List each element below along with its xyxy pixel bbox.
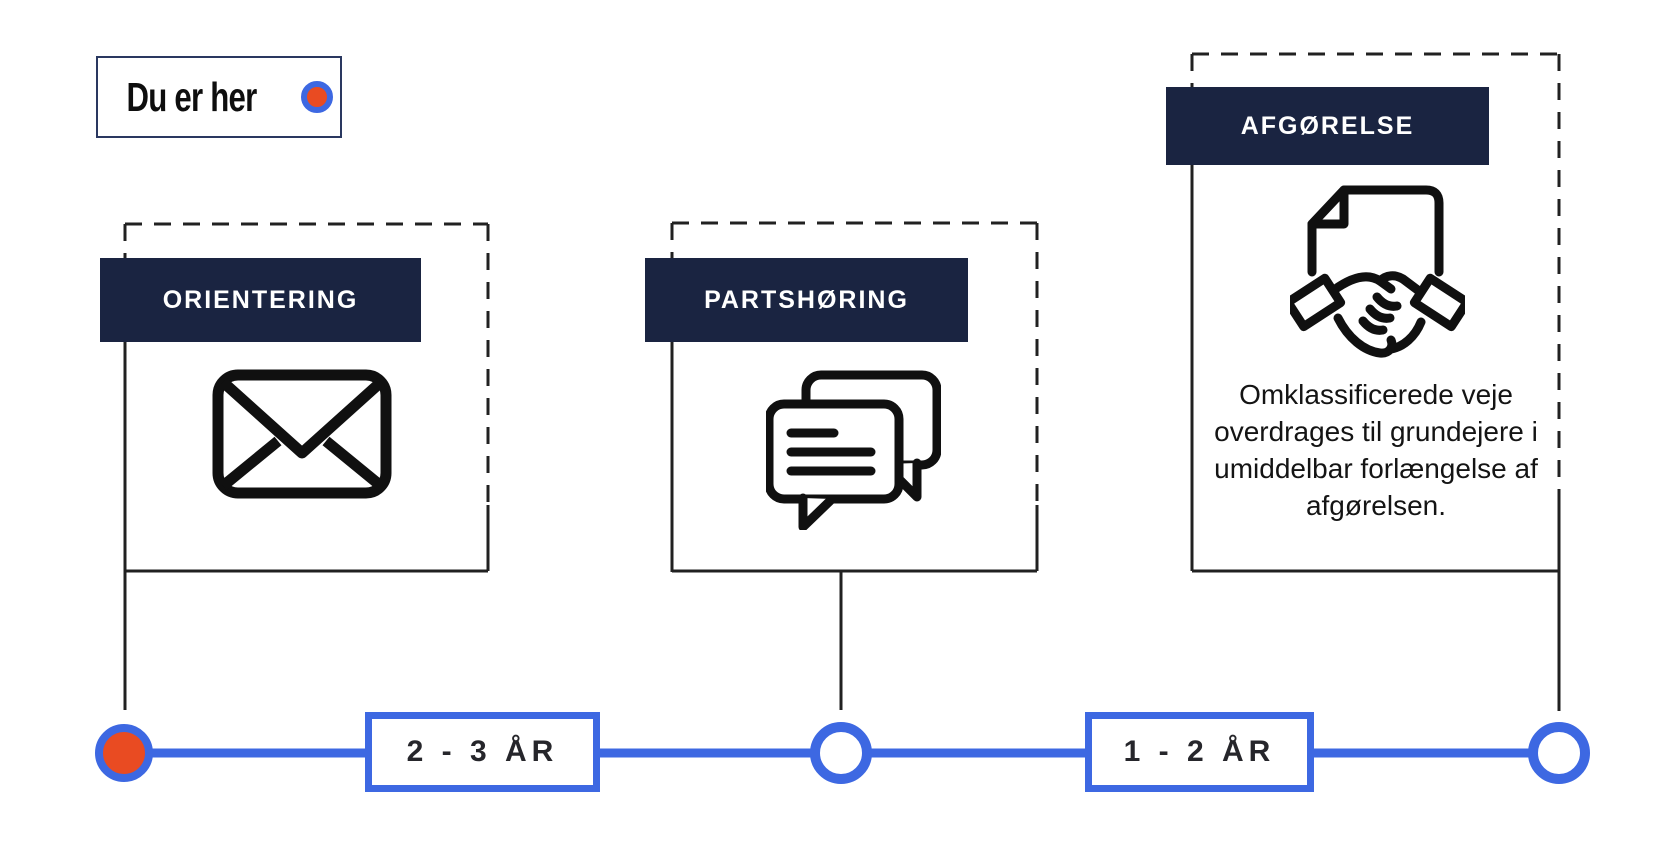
handshake-right-cuff <box>1409 273 1465 332</box>
envelope-body <box>212 369 392 499</box>
envelope-icon <box>212 369 392 499</box>
envelope-flap <box>219 377 385 459</box>
stage-header-partshoering: PARTSHØRING <box>645 258 968 342</box>
envelope-fold-right <box>322 436 385 491</box>
duration-badge-2: 1 - 2 ÅR <box>1085 712 1314 792</box>
duration-badge-1: 2 - 3 ÅR <box>365 712 600 792</box>
stage-title: PARTSHØRING <box>704 285 909 314</box>
handshake-left-cuff <box>1290 273 1346 332</box>
legend-box: Du er her <box>96 56 342 138</box>
handshake-right-arm-top <box>1375 271 1428 299</box>
timeline-node-end <box>1528 722 1590 784</box>
stage-header-orientering: ORIENTERING <box>100 258 421 342</box>
solid-box-edges-and-connectors <box>123 165 1561 711</box>
front-bubble-tail <box>798 493 837 530</box>
stage-header-afgoerelse: AFGØRELSE <box>1166 87 1489 165</box>
duration-label: 1 - 2 ÅR <box>1123 735 1276 768</box>
legend-label: Du er her <box>126 73 257 120</box>
stage-title: ORIENTERING <box>162 285 359 314</box>
handshake-finger-3 <box>1358 316 1388 335</box>
handshake-finger-2 <box>1365 304 1395 323</box>
handshake-right-arm-bottom <box>1386 317 1426 354</box>
timeline-node-current <box>95 724 153 782</box>
document-outline <box>1307 185 1444 277</box>
handshake-finger-1 <box>1372 292 1402 311</box>
document-handshake-icon <box>1290 185 1465 358</box>
current-position-dot <box>300 81 333 113</box>
stage-description-afgoerelse: Omklassificerede veje overdrages til gru… <box>1214 379 1538 521</box>
dashed-box-edges <box>123 52 1561 505</box>
chat-bubbles-icon <box>766 370 941 530</box>
document-folded-corner <box>1307 185 1349 229</box>
timeline-node-partshoering <box>810 722 872 784</box>
stage-title: AFGØRELSE <box>1240 111 1415 140</box>
duration-label: 2 - 3 ÅR <box>406 735 559 768</box>
envelope-fold-left <box>219 436 282 491</box>
